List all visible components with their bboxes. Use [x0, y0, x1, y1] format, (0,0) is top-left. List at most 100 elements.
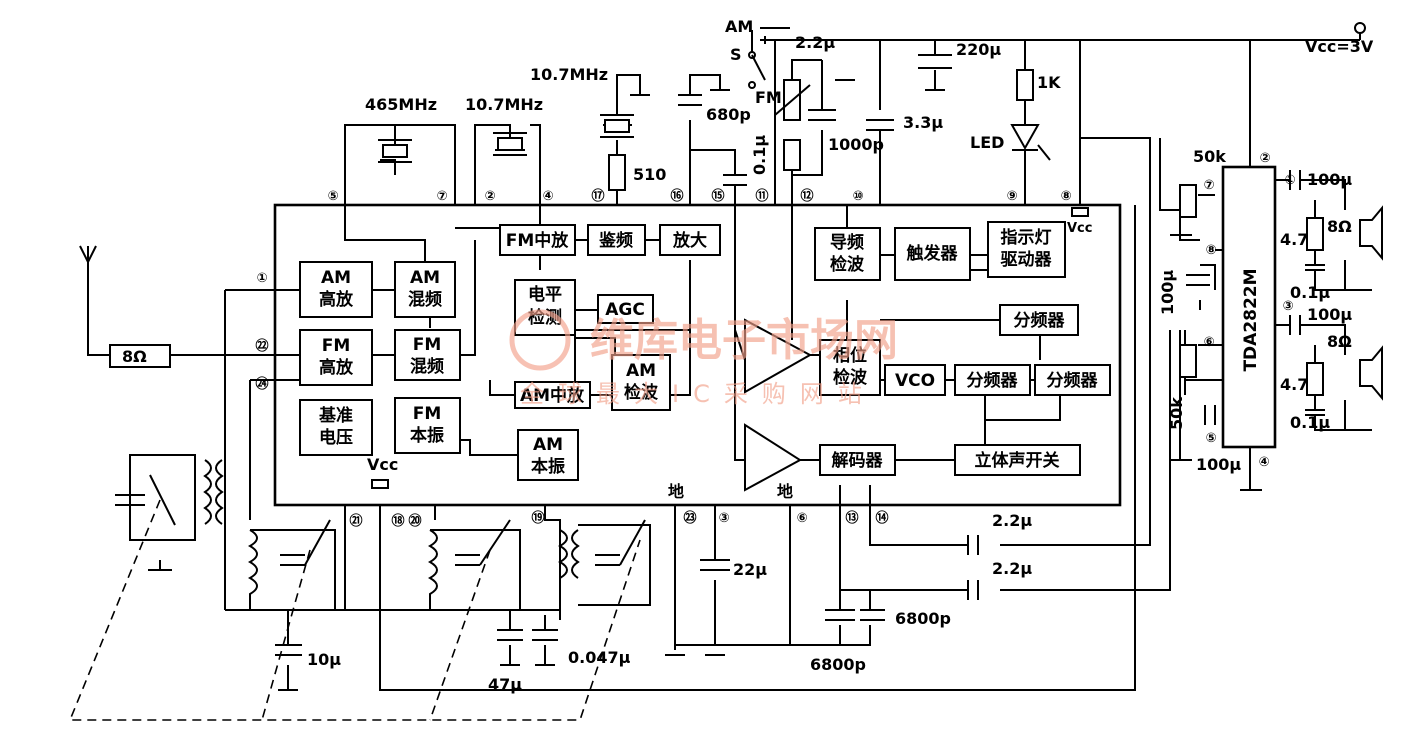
ganged-tuning-link: [68, 499, 641, 721]
fm-osc-block: FM 本振: [394, 397, 461, 454]
phase-detect-block: 相位 检波: [819, 339, 881, 396]
svg-text:检波: 检波: [624, 382, 659, 403]
svg-text:⑤: ⑤: [1205, 431, 1216, 446]
svg-text:⑦: ⑦: [1203, 178, 1214, 193]
svg-text:⑱: ⑱: [391, 513, 404, 529]
labels: Vcc=3V Vcc Vcc 地 地 AM S FM LED 465MHz 10…: [365, 17, 1374, 501]
fm-label: FM: [755, 88, 782, 107]
led-driver-block: 指示灯 驱动器: [987, 221, 1066, 278]
svg-text:⑫: ⑫: [800, 188, 813, 204]
svg-text:㉑: ㉑: [349, 513, 362, 529]
svg-text:分频器: 分频器: [967, 370, 1019, 391]
svg-text:相位: 相位: [833, 345, 867, 366]
svg-text:⑰: ⑰: [591, 188, 604, 204]
svg-text:⑪: ⑪: [755, 188, 768, 204]
divider-top-block: 分频器: [999, 304, 1079, 336]
svg-text:④: ④: [542, 189, 553, 204]
svg-text:3.3μ: 3.3μ: [903, 113, 943, 132]
am-if-block: AM中放: [514, 381, 591, 409]
svg-text:分频器: 分频器: [1014, 310, 1066, 331]
svg-text:指示灯: 指示灯: [1001, 227, 1052, 248]
fm-mixer-block: FM 混频: [394, 329, 461, 381]
svg-text:分频器: 分频器: [1047, 370, 1099, 391]
svg-text:电平: 电平: [528, 284, 562, 305]
svg-text:FM中放: FM中放: [506, 230, 570, 251]
svg-text:鉴频: 鉴频: [598, 230, 633, 251]
svg-text:触发器: 触发器: [906, 243, 959, 264]
svg-text:0.1μ: 0.1μ: [750, 135, 769, 175]
decoder-block: 解码器: [819, 444, 896, 476]
svg-text:⑧: ⑧: [1060, 189, 1071, 204]
svg-text:AM: AM: [626, 361, 656, 381]
svg-text:电压: 电压: [319, 427, 353, 448]
svg-text:4.7: 4.7: [1280, 375, 1308, 394]
am-label: AM: [725, 17, 753, 36]
svg-text:10μ: 10μ: [307, 650, 341, 669]
svg-text:⑲: ⑲: [531, 510, 544, 526]
svg-text:⑧: ⑧: [1205, 243, 1216, 258]
led-label: LED: [970, 133, 1004, 152]
svg-text:㉔: ㉔: [255, 376, 268, 392]
svg-text:AM: AM: [533, 435, 563, 455]
am-rf-amp-block: AM 高放: [299, 261, 373, 318]
freq-107a-label: 10.7MHz: [465, 95, 543, 114]
svg-text:①: ①: [1284, 173, 1295, 188]
svg-text:⑭: ⑭: [875, 510, 888, 526]
trigger-block: 触发器: [894, 227, 971, 281]
svg-text:本振: 本振: [410, 425, 444, 446]
divider-2-block: 分频器: [1034, 364, 1111, 396]
svg-text:6800p: 6800p: [895, 609, 951, 628]
svg-text:立体声开关: 立体声开关: [975, 450, 1060, 471]
svg-text:0.1μ: 0.1μ: [1290, 283, 1330, 302]
svg-text:2.2μ: 2.2μ: [795, 33, 835, 52]
svg-text:100μ: 100μ: [1307, 305, 1352, 324]
svg-text:4.7: 4.7: [1280, 230, 1308, 249]
svg-text:50k: 50k: [1167, 397, 1186, 430]
svg-text:混频: 混频: [410, 356, 444, 377]
svg-text:⑨: ⑨: [1006, 189, 1017, 204]
matrix-amp: [744, 423, 802, 492]
fm-rf-amp-block: FM 高放: [299, 329, 373, 386]
svg-text:AM: AM: [410, 268, 440, 288]
svg-text:6800p: 6800p: [810, 655, 866, 674]
svg-text:AGC: AGC: [605, 300, 645, 320]
svg-text:50k: 50k: [1193, 147, 1226, 166]
svg-text:导频: 导频: [830, 232, 864, 253]
freq-465-label: 465MHz: [365, 95, 437, 114]
svg-text:⑥: ⑥: [796, 511, 807, 526]
am-detect-block: AM 检波: [611, 354, 671, 411]
svg-text:0.1μ: 0.1μ: [1290, 413, 1330, 432]
component-values: 8Ω 2.2μ 220μ 1K 1000p 3.3μ 680p 0.1μ 510…: [122, 33, 1352, 694]
divider-1-block: 分频器: [954, 364, 1031, 396]
svg-text:⑯: ⑯: [670, 188, 683, 204]
svg-text:VCO: VCO: [895, 371, 935, 391]
svg-text:FM: FM: [413, 335, 442, 355]
svg-text:⑦: ⑦: [436, 189, 447, 204]
svg-text:维库电子市场网: 维库电子市场网: [590, 315, 898, 366]
amplifier-block: 放大: [659, 224, 721, 256]
svg-text:⑮: ⑮: [711, 188, 724, 204]
pilot-amp: [744, 318, 813, 394]
svg-text:1K: 1K: [1037, 73, 1061, 92]
svg-text:⑩: ⑩: [852, 189, 863, 204]
svg-text:③: ③: [1282, 299, 1293, 314]
svg-text:全球最大IC采购网站: 全球最大IC采购网站: [520, 380, 876, 408]
svg-text:放大: 放大: [672, 230, 707, 251]
svg-text:0.047μ: 0.047μ: [568, 648, 631, 667]
svg-text:47μ: 47μ: [488, 675, 522, 694]
svg-text:FM: FM: [322, 336, 351, 356]
svg-text:220μ: 220μ: [956, 40, 1001, 59]
supply-label: Vcc=3V: [1305, 37, 1374, 56]
svg-text:680p: 680p: [706, 105, 751, 124]
svg-text:100μ: 100μ: [1158, 270, 1177, 315]
svg-text:8Ω: 8Ω: [1327, 332, 1352, 351]
svg-text:AM中放: AM中放: [520, 385, 585, 406]
svg-text:检波: 检波: [833, 367, 868, 388]
svg-text:②: ②: [484, 189, 495, 204]
svg-text:③: ③: [718, 511, 729, 526]
svg-text:⑳: ⑳: [408, 513, 421, 529]
svg-text:检波: 检波: [830, 254, 865, 275]
pin-numbers: ① ㉒ ㉔ ⑤ ⑦ ② ④ ⑰ ⑯ ⑮ ⑪ ⑫ ⑩ ⑨ ⑧ ㉑ ⑱ ⑳ ⑲ ㉓ …: [255, 151, 1295, 529]
vco-block: VCO: [884, 364, 946, 396]
